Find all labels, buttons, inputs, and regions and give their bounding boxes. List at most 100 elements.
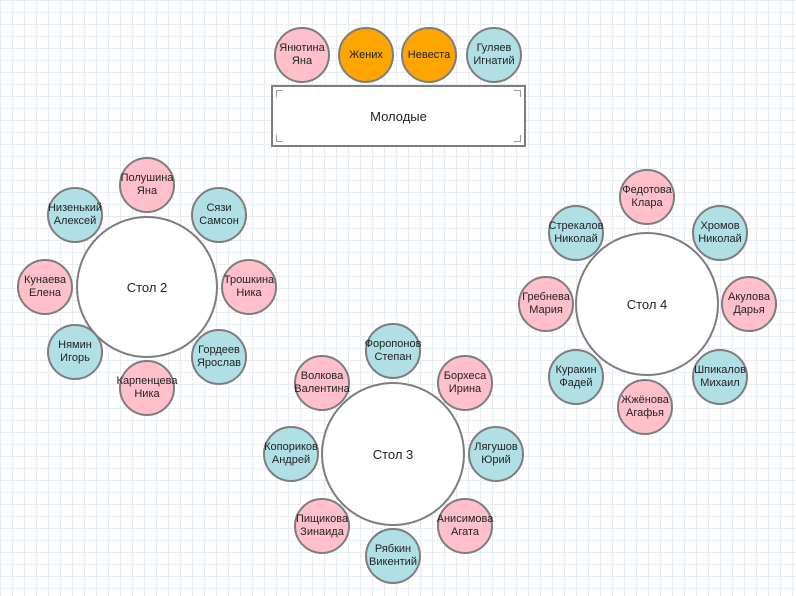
guest-given-name: Викентий bbox=[369, 556, 417, 568]
guest-given-name: Игнатий bbox=[473, 55, 515, 67]
table-4[interactable]: Стол 4 bbox=[575, 232, 719, 376]
guest-given-name: Юрий bbox=[481, 454, 511, 466]
guest-surname: Федотова bbox=[622, 184, 672, 196]
guest-surname: Копориков bbox=[264, 441, 318, 453]
head-table[interactable]: Молодые bbox=[271, 85, 526, 147]
guest-surname: Кунаева bbox=[23, 274, 67, 286]
guest-zhenikh[interactable]: Жених bbox=[338, 27, 394, 83]
guest-given-name: Яна bbox=[291, 55, 313, 67]
guest-given-name: Дарья bbox=[733, 304, 765, 316]
resize-corner-icon bbox=[276, 135, 283, 142]
resize-corner-icon bbox=[514, 135, 521, 142]
guest-surname: Сязи bbox=[206, 202, 232, 214]
guest-surname: Анисимова bbox=[436, 513, 494, 525]
guest-given-name: Степан bbox=[374, 351, 412, 363]
guest-surname: Жжёнова bbox=[621, 394, 669, 406]
guest-given-name: Зинаида bbox=[300, 526, 344, 538]
guest-given-name: Михаил bbox=[700, 377, 740, 389]
guest-name: Невеста bbox=[408, 49, 450, 62]
table-label: Стол 2 bbox=[126, 279, 168, 295]
guest-given-name: Андрей bbox=[271, 454, 311, 466]
guest-given-name: Николай bbox=[554, 233, 598, 245]
guest-given-name: Ирина bbox=[448, 383, 482, 395]
guest-given-name: Яна bbox=[136, 185, 158, 197]
resize-corner-icon bbox=[276, 90, 283, 97]
guest-surname: Стрекалов bbox=[548, 220, 604, 232]
resize-corner-icon bbox=[514, 90, 521, 97]
guest-surname: Рябкин bbox=[374, 543, 412, 555]
guest-surname: Полушина bbox=[120, 172, 174, 184]
guest-given-name: Ярослав bbox=[196, 357, 242, 369]
guest-given-name: Николай bbox=[698, 233, 742, 245]
guest-given-name: Елена bbox=[28, 287, 62, 299]
guest-given-name: Клара bbox=[631, 197, 663, 209]
table-3[interactable]: Стол 3 bbox=[321, 382, 465, 526]
head-table-label: Молодые bbox=[370, 108, 427, 124]
guest-given-name: Мария bbox=[529, 304, 563, 316]
guest-given-name: Фадей bbox=[559, 377, 593, 389]
guest-given-name: Ника bbox=[134, 388, 160, 400]
guest-surname: Лягушов bbox=[474, 441, 518, 453]
table-label: Стол 3 bbox=[372, 446, 414, 462]
guest-given-name: Ника bbox=[236, 287, 262, 299]
guest-surname: Волкова bbox=[300, 370, 344, 382]
guest-surname: Невеста bbox=[407, 48, 451, 61]
table-2[interactable]: Стол 2 bbox=[76, 216, 218, 358]
guest-given-name: Алексей bbox=[53, 215, 97, 227]
guest-surname: Жених bbox=[349, 48, 383, 61]
guest-nevesta[interactable]: Невеста bbox=[401, 27, 457, 83]
guest-surname: Хромов bbox=[700, 220, 740, 232]
guest-surname: Акулова bbox=[727, 291, 771, 303]
guest-surname: Янютина bbox=[279, 42, 325, 54]
guest-surname: Низенький bbox=[47, 202, 103, 214]
guest-surname: Форопонов bbox=[364, 338, 422, 350]
guest-given-name: Агата bbox=[450, 526, 479, 538]
guest-surname: Гуляев bbox=[476, 42, 512, 54]
guest-surname: Шпикалов bbox=[694, 364, 746, 376]
guest-surname: Трошкина bbox=[223, 274, 275, 286]
